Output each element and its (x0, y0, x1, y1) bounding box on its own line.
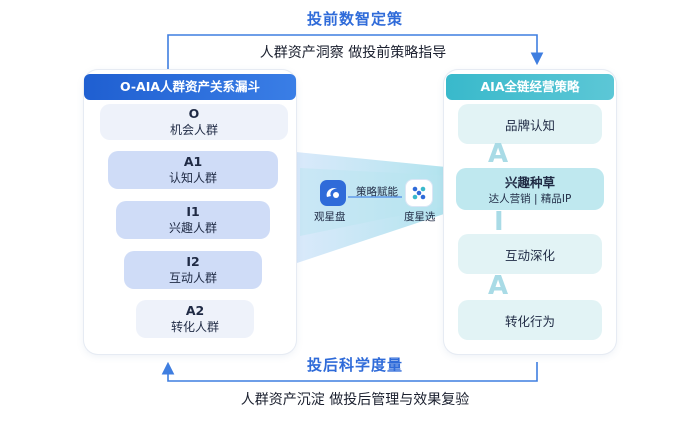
step-conversion: 转化行为 (458, 300, 602, 340)
stage-code: O (188, 106, 200, 121)
stage-name: 机会人群 (169, 123, 218, 137)
letter-a-bottom: A (488, 271, 509, 301)
step-label: 兴趣种草 (504, 175, 555, 190)
tool-left-label: 观星盘 (314, 211, 346, 223)
stage-name: 认知人群 (168, 171, 217, 185)
guanxingpan-icon (320, 180, 346, 206)
step-deep-interaction: 互动深化 (458, 234, 602, 274)
left-panel-header: O-AIA人群资产关系漏斗 (84, 74, 296, 100)
step-interest-seeding: 兴趣种草 达人营销 | 精品IP (456, 168, 604, 210)
step-label: 互动深化 (504, 247, 555, 263)
stage-a2: A2 转化人群 (136, 300, 254, 338)
right-panel-header: AIA全链经营策略 (446, 74, 614, 100)
stage-code: A1 (183, 154, 203, 169)
top-title: 投前数智定策 (306, 10, 403, 28)
step-brand-awareness: 品牌认知 (458, 104, 602, 144)
stage-name: 转化人群 (170, 320, 219, 334)
bottom-title: 投后科学度量 (306, 356, 403, 374)
step-sub-label: 达人营销 | 精品IP (488, 193, 572, 205)
bottom-loop-arrow (161, 361, 538, 382)
step-label: 转化行为 (504, 313, 555, 329)
duxingxuan-icon (406, 180, 432, 206)
stage-code: I2 (186, 254, 200, 269)
stage-o: O 机会人群 (100, 104, 288, 140)
stage-code: A2 (185, 303, 205, 318)
stage-i2: I2 互动人群 (124, 251, 262, 289)
stage-a1: A1 认知人群 (108, 151, 278, 189)
letter-i: I (494, 207, 504, 237)
bottom-subtitle: 人群资产沉淀 做投后管理与效果复验 (240, 392, 470, 408)
stage-name: 兴趣人群 (168, 221, 217, 235)
tool-right-label: 度星选 (404, 211, 436, 223)
letter-a-top: A (488, 139, 509, 169)
stage-i1: I1 兴趣人群 (116, 201, 270, 239)
stage-code: I1 (186, 204, 200, 219)
step-label: 品牌认知 (504, 117, 555, 133)
stage-name: 互动人群 (168, 271, 217, 285)
top-subtitle: 人群资产洞察 做投前策略指导 (259, 45, 447, 61)
top-loop-arrow (167, 34, 544, 72)
tool-link-label: 策略赋能 (356, 186, 398, 198)
